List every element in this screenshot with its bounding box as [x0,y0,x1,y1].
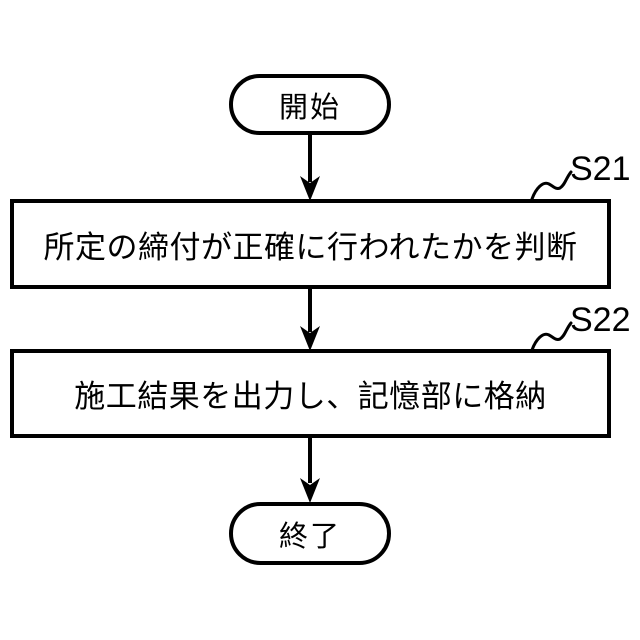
step-id-label-s22: S22 [570,301,631,339]
arrow-s22-to-end [300,435,320,503]
leader-line-s21 [530,170,573,201]
arrow-start-to-s21 [300,131,320,201]
s22-process-label: 施工結果を出力し、記憶部に格納 [74,379,547,414]
start-terminal-label: 開始 [278,91,341,124]
s21-process-label: 所定の締付が正確に行われたかを判断 [43,229,578,265]
arrowhead-icon [300,478,320,503]
arrowhead-icon [300,326,320,351]
end-terminal-label: 終了 [278,520,341,553]
leader-line-s22 [530,321,573,352]
node-start-terminal: 開始 [229,74,391,135]
node-end-terminal: 終了 [229,502,391,565]
arrowhead-icon [300,176,320,201]
node-s21-process: 所定の締付が正確に行われたかを判断 [10,199,611,289]
arrow-s21-to-s22 [300,286,320,351]
step-id-label-s21: S21 [570,150,631,188]
node-s22-process: 施工結果を出力し、記憶部に格納 [10,349,611,438]
